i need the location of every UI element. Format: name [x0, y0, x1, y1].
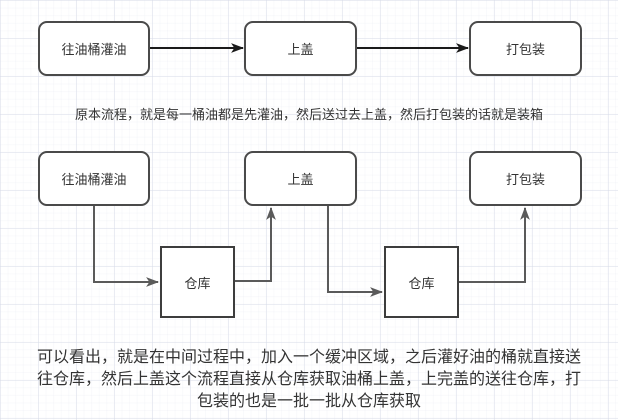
node-fill-oil-top: 往油桶灌油 — [38, 21, 150, 76]
node-label: 上盖 — [287, 42, 314, 57]
node-label: 打包装 — [505, 172, 545, 187]
connector-warehouse2-to-pack — [459, 206, 530, 283]
node-label: 往油桶灌油 — [61, 42, 127, 57]
node-cap-top: 上盖 — [244, 21, 357, 76]
buffer-flow-caption: 可以看出，就是在中间过程中，加入一个缓冲区域，之后灌好油的桶就直接送往仓库，然后… — [36, 349, 581, 410]
node-cap-bottom: 上盖 — [244, 151, 357, 206]
connector-fill-to-warehouse1 — [93, 206, 160, 287]
connector-cap-to-warehouse2 — [327, 206, 384, 297]
node-label: 仓库 — [184, 275, 211, 291]
node-label: 上盖 — [287, 172, 314, 187]
node-fill-oil-bottom: 往油桶灌油 — [38, 151, 150, 206]
node-warehouse-1: 仓库 — [160, 246, 235, 318]
node-label: 打包装 — [505, 42, 545, 57]
original-flow-caption: 原本流程，就是每一桶油都是先灌油，然后送过去上盖，然后打包装的话就是装箱 — [74, 107, 543, 122]
node-pack-bottom: 打包装 — [469, 151, 582, 206]
node-label: 仓库 — [408, 275, 435, 291]
node-pack-top: 打包装 — [469, 21, 582, 76]
node-label: 往油桶灌油 — [61, 172, 127, 187]
connector-warehouse1-to-cap — [235, 206, 276, 282]
node-warehouse-2: 仓库 — [384, 246, 459, 318]
